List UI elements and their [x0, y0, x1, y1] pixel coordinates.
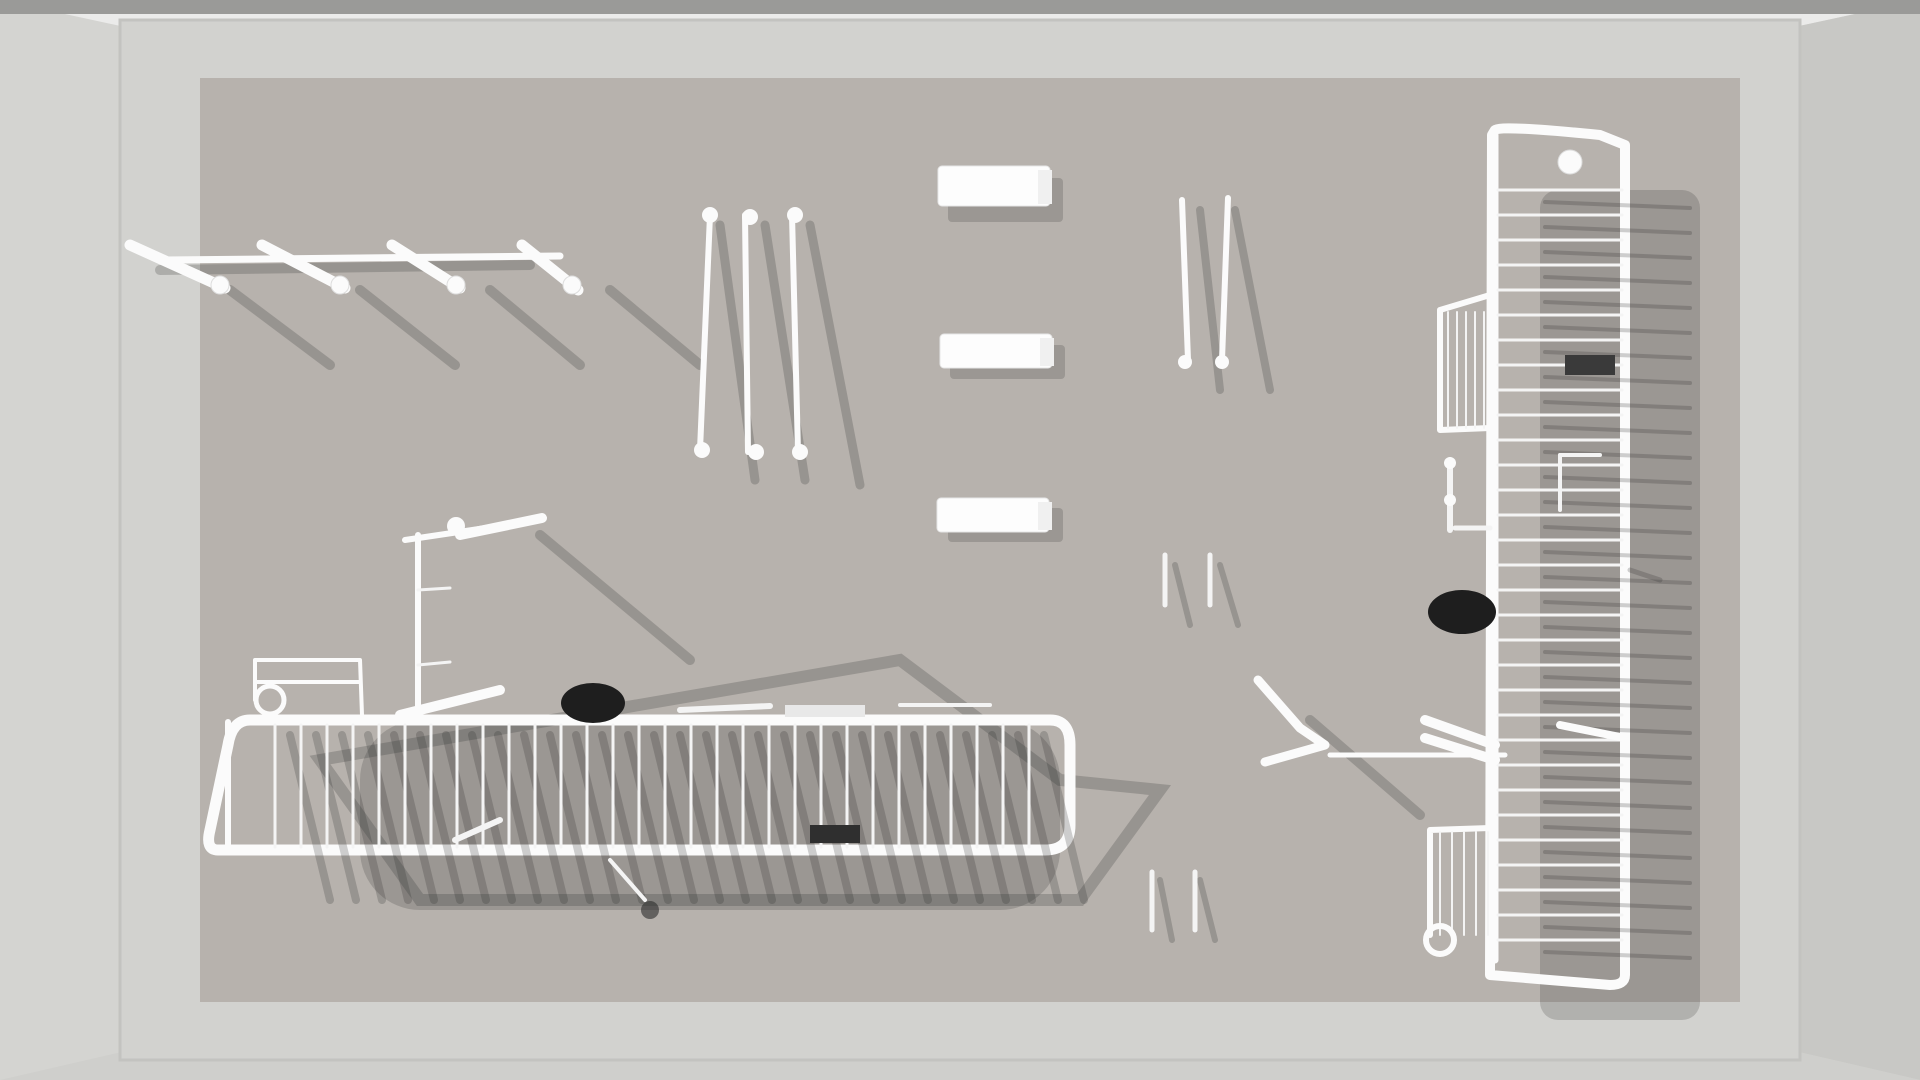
rung-shadow	[1543, 350, 1692, 360]
rung-shadow	[286, 731, 334, 904]
rung-shadow	[936, 731, 984, 904]
rung-shadow	[806, 731, 854, 904]
rung-shadow	[702, 731, 750, 904]
rung-shadow	[1543, 675, 1692, 685]
bench-1	[937, 165, 1063, 222]
low-parallel-bars	[1149, 869, 1218, 943]
rung-shadow	[988, 731, 1036, 904]
small-parallel-bars	[1162, 552, 1241, 628]
rung-shadow	[1543, 500, 1692, 510]
horizontal-ladder-frame	[203, 513, 1172, 919]
pull-up-handle	[256, 239, 351, 295]
rung-shadow	[1543, 275, 1692, 285]
rung-shadow	[416, 731, 464, 904]
rung-shadow	[1543, 800, 1692, 810]
parallel-dip-bars	[1178, 195, 1274, 394]
rung-shadow	[1543, 775, 1692, 785]
rung-shadow	[1543, 625, 1692, 635]
rung-shadow	[468, 731, 516, 904]
pull-up-handle	[516, 239, 584, 296]
rung-shadow	[884, 731, 932, 904]
rung-shadow	[338, 731, 386, 904]
rung-shadow	[1014, 731, 1062, 904]
rung-shadow	[1543, 550, 1692, 560]
rung-shadow	[1543, 425, 1692, 435]
rung-shadow	[1543, 400, 1692, 410]
rung-shadow	[1543, 325, 1692, 335]
rung-shadow	[1543, 575, 1692, 585]
rung-shadow	[1543, 225, 1692, 235]
weight-plate-icon	[561, 683, 625, 723]
pull-up-station	[124, 239, 705, 370]
rung-shadow	[1543, 900, 1692, 910]
rung-shadow	[494, 731, 542, 904]
rung-shadow	[754, 731, 802, 904]
rung-shadow	[1543, 300, 1692, 310]
rung-shadow	[728, 731, 776, 904]
rung-shadow	[624, 731, 672, 904]
rung-shadow	[780, 731, 828, 904]
bench-2	[939, 333, 1065, 379]
bench-3	[936, 497, 1063, 542]
rung-shadow	[1543, 850, 1692, 860]
rung-shadow	[598, 731, 646, 904]
rung-shadow	[390, 731, 438, 904]
rung-shadow	[858, 731, 906, 904]
rung-shadow	[1543, 750, 1692, 760]
rung-shadow	[442, 731, 490, 904]
rung-shadow	[1543, 475, 1692, 485]
rung-shadow	[1543, 525, 1692, 535]
rung-shadow	[962, 731, 1010, 904]
rung-shadow	[312, 731, 360, 904]
rung-shadow	[1543, 200, 1692, 210]
rung-shadow	[364, 731, 412, 904]
pull-up-handle	[386, 239, 466, 295]
rung-shadow	[1543, 375, 1692, 385]
rung-shadow	[1543, 700, 1692, 710]
rung-shadow	[572, 731, 620, 904]
noise-strip-top	[0, 0, 1920, 14]
rung-shadow	[1543, 950, 1692, 960]
rung-shadow	[1543, 600, 1692, 610]
rung-shadow	[650, 731, 698, 904]
rung-shadow	[676, 731, 724, 904]
angled-push-bar	[1253, 675, 1508, 820]
rung-shadow	[1543, 875, 1692, 885]
rung-shadow	[1543, 825, 1692, 835]
monkey-bars-frame	[1423, 123, 1700, 1020]
weight-plate-icon	[1428, 590, 1496, 634]
concrete-bevel-right	[1790, 0, 1920, 1080]
pull-up-handle	[124, 239, 231, 295]
rung-shadow	[910, 731, 958, 904]
rung-shadow	[832, 731, 880, 904]
rung-shadow	[520, 731, 568, 904]
rung-shadow	[1040, 731, 1088, 904]
long-parallel-bars	[694, 207, 865, 490]
rung-shadow	[1543, 925, 1692, 935]
rung-shadow	[1543, 650, 1692, 660]
rung-shadow	[1543, 250, 1692, 260]
rung-shadow	[546, 731, 594, 904]
